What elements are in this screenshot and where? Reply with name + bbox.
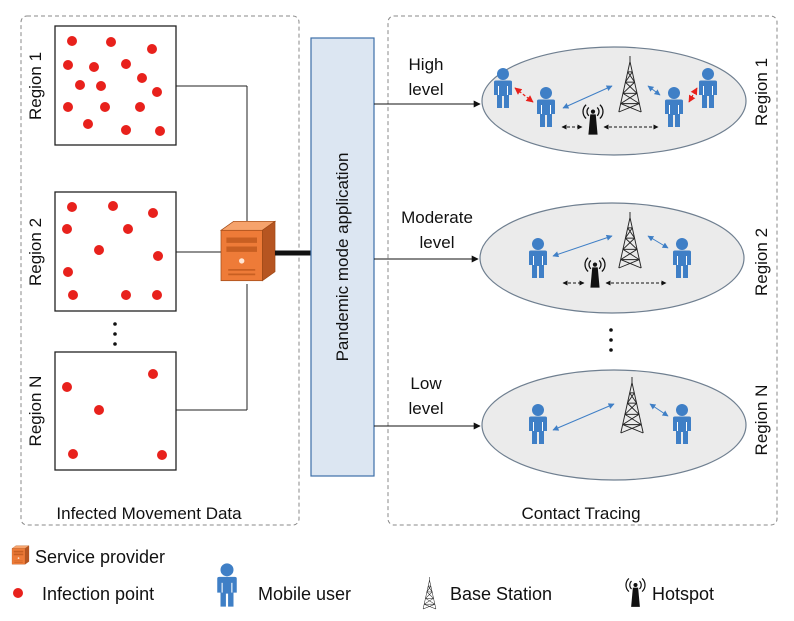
infection-point xyxy=(157,450,167,460)
infection-point xyxy=(62,224,72,234)
infection-point xyxy=(63,60,73,70)
infection-point xyxy=(94,245,104,255)
infection-point xyxy=(100,102,110,112)
infection-point xyxy=(108,201,118,211)
infection-point xyxy=(148,208,158,218)
hotspot-legend-icon xyxy=(625,577,646,608)
infection-point xyxy=(62,382,72,392)
left-ellipsis xyxy=(113,322,117,346)
infection-point xyxy=(75,80,85,90)
infection-point xyxy=(63,267,73,277)
contact-tracing-title: Contact Tracing xyxy=(521,504,640,523)
contact-tracing-panel xyxy=(387,15,778,526)
base-station-legend-icon xyxy=(422,576,437,610)
infection-point xyxy=(94,405,104,415)
user-tower-link xyxy=(647,85,661,96)
mobile-user-legend-icon xyxy=(216,562,238,608)
service-provider-legend-icon xyxy=(11,545,30,565)
pandemic-app-bar xyxy=(310,37,375,477)
infection-point xyxy=(121,59,131,69)
infection-point xyxy=(68,290,78,300)
infection-point xyxy=(68,449,78,459)
service-provider-server-icon xyxy=(220,220,276,282)
moderate-level-line2: level xyxy=(420,233,455,252)
infection-point xyxy=(96,81,106,91)
infection-point xyxy=(121,290,131,300)
infection-point xyxy=(152,290,162,300)
infection-point xyxy=(83,119,93,129)
left-region-2-label: Region 2 xyxy=(26,218,45,286)
user-tower-link xyxy=(647,235,669,249)
region-to-server-connectors xyxy=(176,85,248,411)
infection-point xyxy=(67,36,77,46)
infection-point xyxy=(123,224,133,234)
right-region-1-label: Region 1 xyxy=(752,58,771,126)
infected-movement-panel xyxy=(20,15,300,526)
user-tower-link xyxy=(649,403,669,417)
close-contact-link xyxy=(688,87,698,103)
low-level-line1: Low xyxy=(410,374,442,393)
legend-base-station: Base Station xyxy=(450,584,552,604)
close-contact-link xyxy=(514,87,534,103)
infection-point xyxy=(152,87,162,97)
moderate-level-region-ellipse xyxy=(479,202,745,314)
infection-point xyxy=(63,102,73,112)
infection-point xyxy=(148,369,158,379)
right-ellipsis xyxy=(609,328,613,352)
infection-point xyxy=(147,44,157,54)
moderate-level-line1: Moderate xyxy=(401,208,473,227)
user-tower-link xyxy=(552,234,613,258)
infection-points-group xyxy=(62,36,167,460)
user-tower-link xyxy=(562,85,613,109)
legend-infection-point: Infection point xyxy=(42,584,154,604)
user-tower-link xyxy=(552,403,615,431)
legend-service-provider: Service provider xyxy=(35,547,165,567)
infection-point xyxy=(89,62,99,72)
infection-point xyxy=(155,126,165,136)
left-region-1-label: Region 1 xyxy=(26,52,45,120)
high-level-line1: High xyxy=(409,55,444,74)
legend-hotspot: Hotspot xyxy=(652,584,714,604)
low-level-region-ellipse xyxy=(481,369,747,481)
infection-point xyxy=(67,202,77,212)
infection-point xyxy=(153,251,163,261)
right-region-2-label: Region 2 xyxy=(752,228,771,296)
low-level-line2: level xyxy=(409,399,444,418)
right-region-n-label: Region N xyxy=(752,385,771,456)
high-level-region-ellipse xyxy=(481,46,747,156)
infection-point xyxy=(137,73,147,83)
infection-point xyxy=(121,125,131,135)
left-region-n-label: Region N xyxy=(26,376,45,447)
legend-mobile-user: Mobile user xyxy=(258,584,351,604)
infection-point-legend-icon xyxy=(13,588,23,598)
pandemic-app-label: Pandemic mode application xyxy=(333,153,352,362)
infection-point xyxy=(135,102,145,112)
high-level-line2: level xyxy=(409,80,444,99)
infected-movement-title: Infected Movement Data xyxy=(56,504,242,523)
infection-point xyxy=(106,37,116,47)
